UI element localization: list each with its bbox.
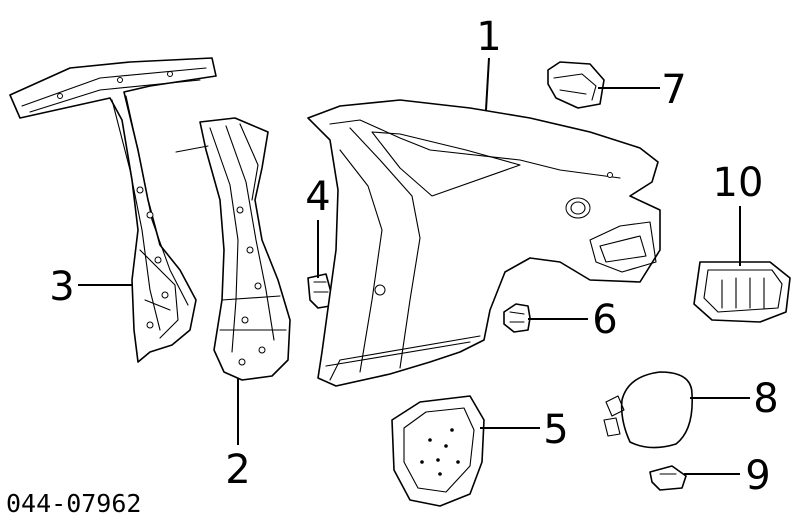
callout-2: 2 [225, 447, 250, 493]
callout-9: 9 [745, 453, 770, 499]
part-9-clip [649, 465, 687, 491]
part-10-fuel-filler-housing [693, 261, 791, 323]
part-7-hinge [547, 61, 605, 109]
part-3-front-pillar [9, 57, 217, 363]
part-2-center-pillar [175, 117, 291, 381]
callout-1: 1 [476, 14, 501, 60]
reference-code: 044-07962 [6, 489, 141, 518]
callout-8: 8 [753, 376, 778, 422]
callout-4: 4 [305, 174, 330, 220]
leader-lines [78, 57, 750, 475]
part-8-fuel-door [603, 371, 693, 449]
callout-3: 3 [49, 264, 74, 310]
part-5-wheelhouse-panel [391, 395, 485, 507]
callout-10: 10 [713, 160, 764, 206]
part-6-bracket [503, 303, 531, 333]
callout-5: 5 [543, 407, 568, 453]
leader-1 [485, 57, 490, 111]
part-1-quarter-panel [307, 99, 661, 387]
callout-6: 6 [592, 297, 617, 343]
callout-7: 7 [661, 67, 686, 113]
